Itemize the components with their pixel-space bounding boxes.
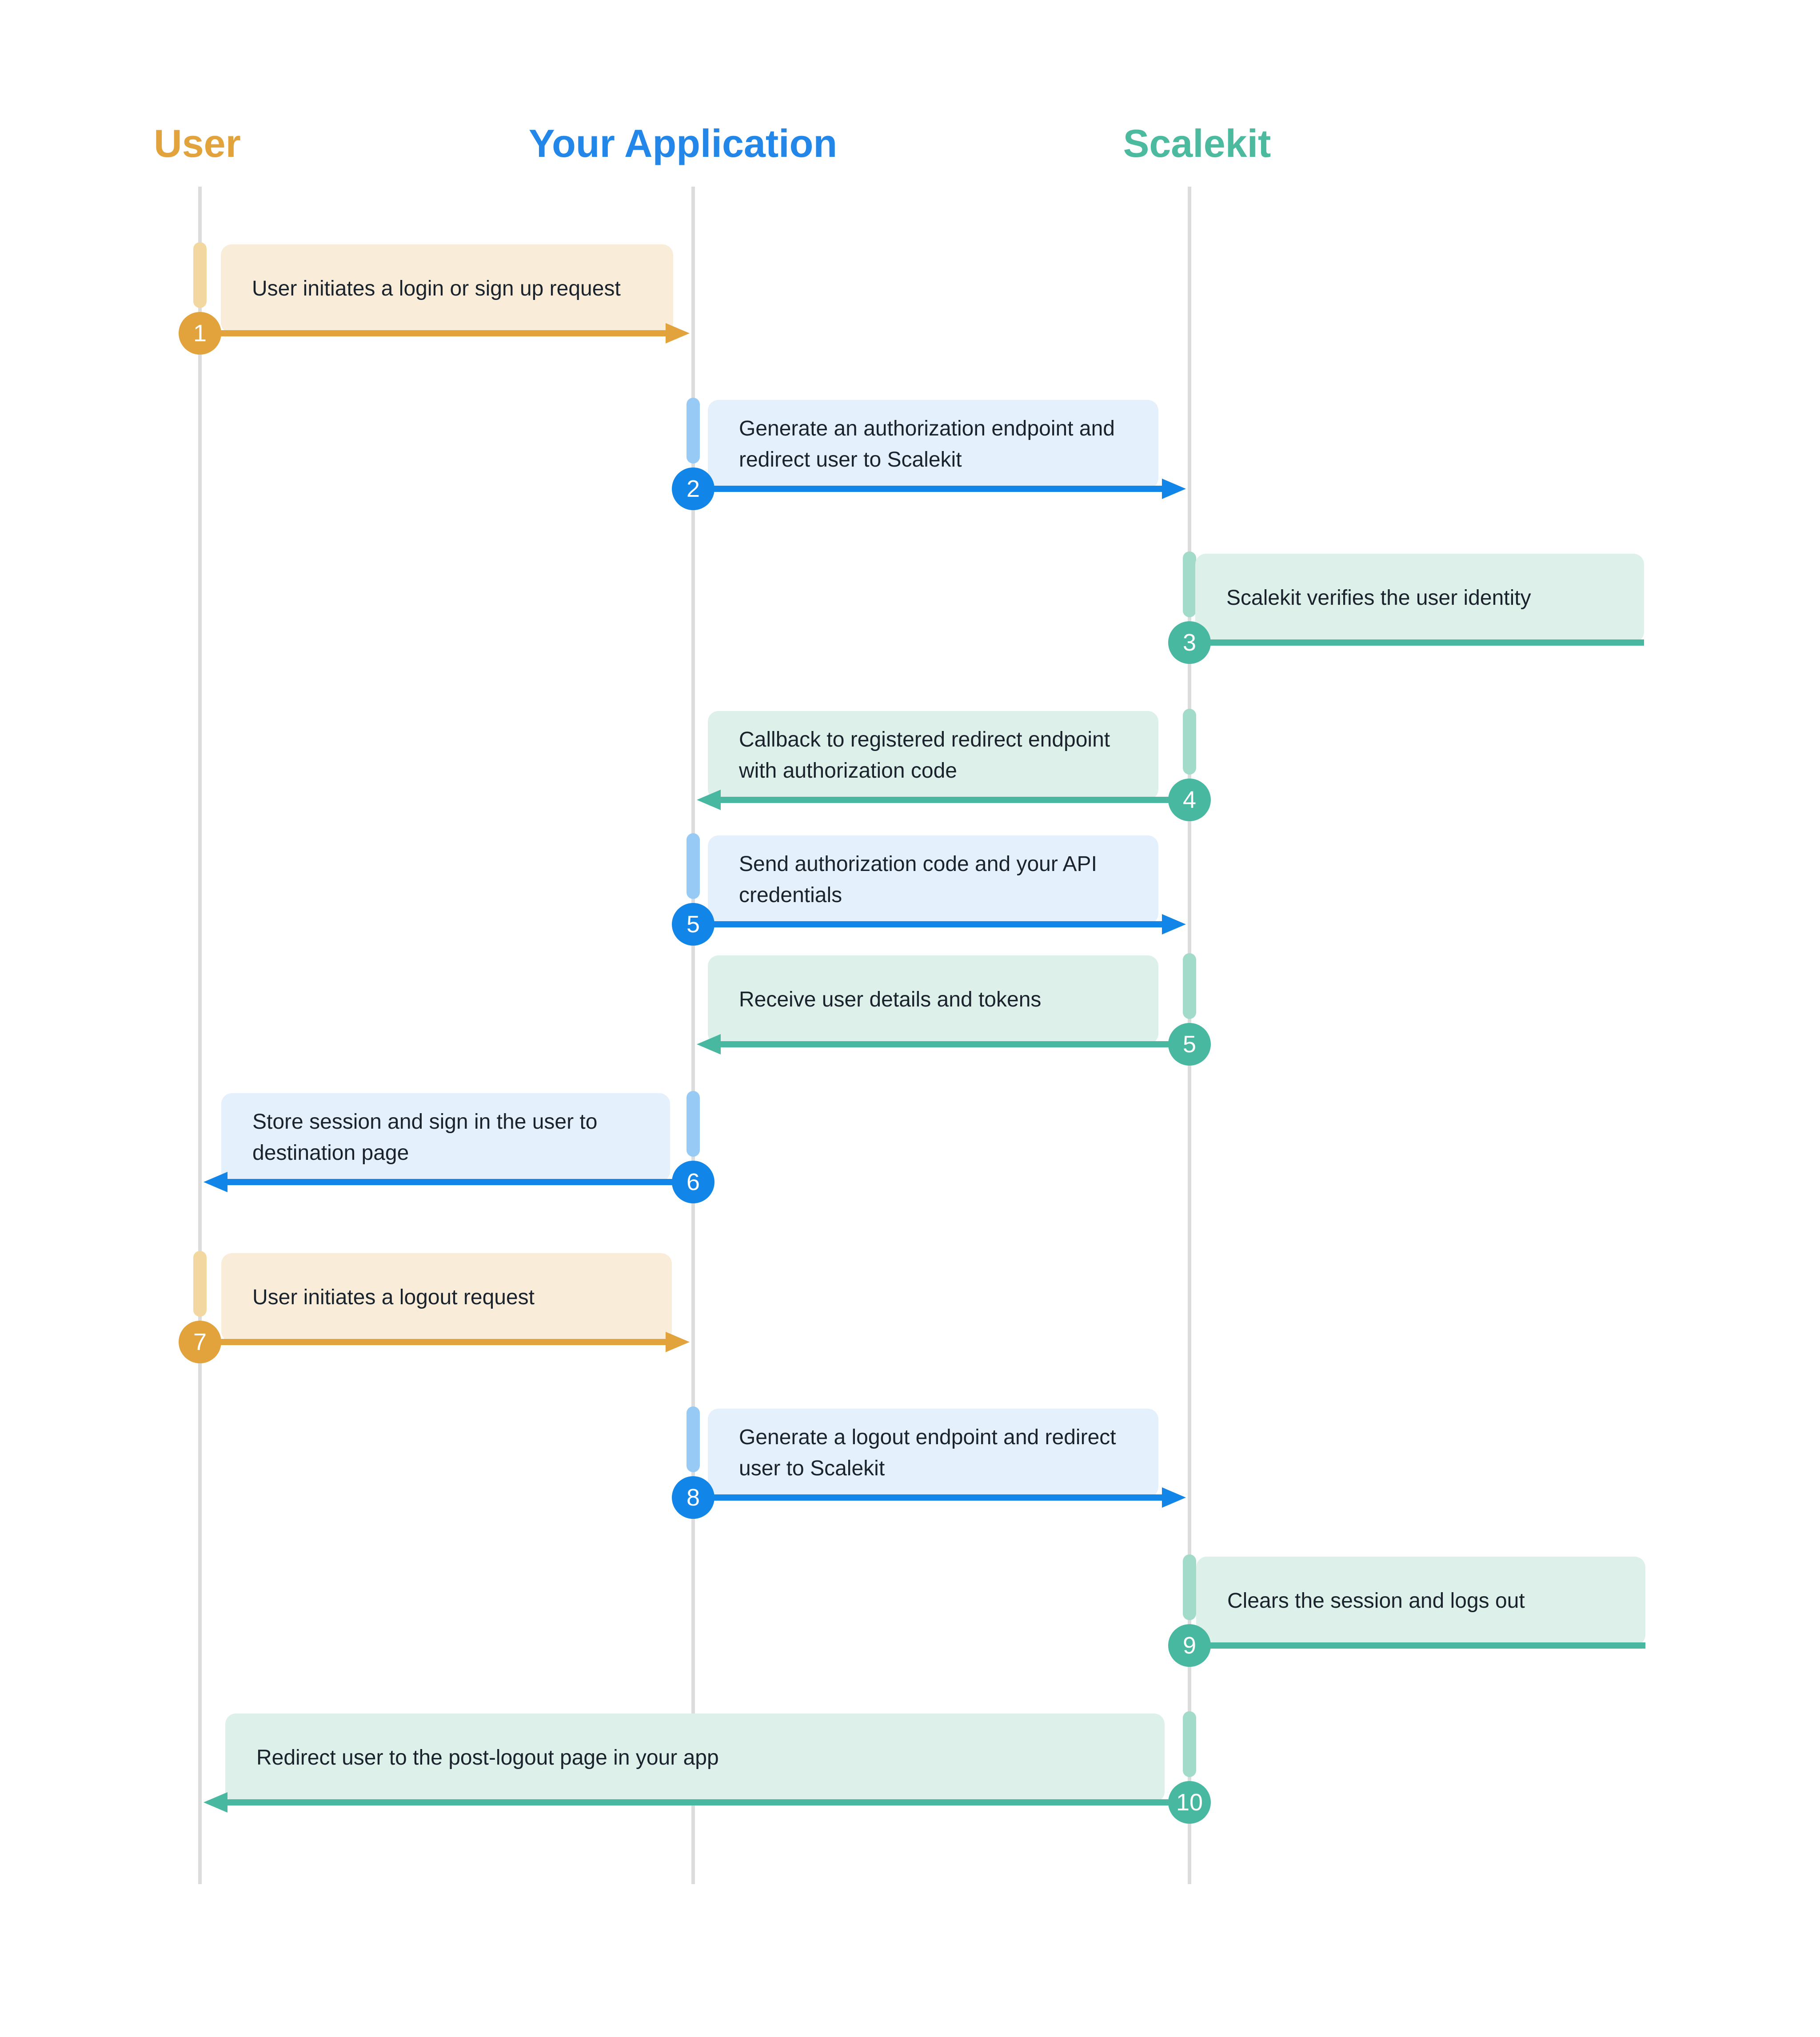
message-label: Send authorization code and your API cre… <box>739 852 1097 907</box>
message-box: Scalekit verifies the user identity <box>1195 554 1644 643</box>
activation-bar <box>686 1091 700 1157</box>
step-number-badge: 1 <box>179 312 221 355</box>
message-box: User initiates a logout request <box>221 1253 672 1342</box>
message-label: Callback to registered redirect endpoint… <box>739 728 1110 783</box>
step-number-badge: 2 <box>672 467 714 510</box>
message-label: Receive user details and tokens <box>739 988 1042 1012</box>
message-box: Store session and sign in the user to de… <box>221 1093 670 1182</box>
message-arrow-line <box>716 1041 1189 1047</box>
message-arrow-line <box>200 1339 670 1345</box>
step-number: 3 <box>1182 629 1197 656</box>
message-box: Callback to registered redirect endpoint… <box>708 711 1158 800</box>
step-number-badge: 5 <box>672 903 714 946</box>
actor-label-your-application: Your Application <box>528 121 838 165</box>
activation-bar <box>1183 1554 1196 1620</box>
activation-bar <box>1183 953 1196 1019</box>
step-number-badge: 4 <box>1168 779 1211 821</box>
message-box: Clears the session and logs out <box>1196 1557 1645 1646</box>
message-arrow-line <box>693 486 1166 492</box>
message-arrow-line <box>223 1799 1189 1805</box>
message-box: Generate a logout endpoint and redirect … <box>708 1409 1158 1498</box>
step-number: 1 <box>193 320 207 347</box>
step-number-badge: 3 <box>1168 621 1211 664</box>
message-label: Clears the session and logs out <box>1227 1589 1525 1613</box>
self-message-line <box>1189 639 1644 646</box>
message-arrow-line <box>200 330 670 336</box>
message-arrow-line <box>693 1494 1166 1501</box>
message-label: Generate an authorization endpoint and r… <box>739 417 1115 471</box>
step-number: 9 <box>1182 1632 1197 1659</box>
activation-bar <box>686 398 700 463</box>
step-number: 8 <box>686 1484 700 1511</box>
actor-label-scalekit: Scalekit <box>1123 121 1271 165</box>
message-label: Scalekit verifies the user identity <box>1226 586 1531 610</box>
actor-label-user: User <box>154 121 241 165</box>
lifeline-app <box>691 187 695 1884</box>
step-number-badge: 6 <box>672 1161 714 1203</box>
step-number-badge: 8 <box>672 1476 714 1519</box>
step-number-badge: 9 <box>1168 1624 1211 1667</box>
step-number: 5 <box>686 911 700 938</box>
message-arrow-line <box>716 797 1189 803</box>
lifeline-user <box>198 187 202 1884</box>
message-label: User initiates a login or sign up reques… <box>252 277 621 301</box>
message-box: Send authorization code and your API cre… <box>708 835 1158 924</box>
message-label: Store session and sign in the user to de… <box>252 1110 598 1165</box>
activation-bar <box>1183 1711 1196 1777</box>
step-number: 7 <box>193 1329 207 1355</box>
step-number: 2 <box>686 475 700 502</box>
activation-bar <box>1183 551 1196 617</box>
activation-bar <box>193 1251 207 1317</box>
message-arrow-line <box>693 921 1166 927</box>
step-number-badge: 5 <box>1168 1023 1211 1066</box>
step-number-badge: 10 <box>1168 1781 1211 1824</box>
message-box: Receive user details and tokens <box>708 955 1158 1044</box>
message-label: User initiates a logout request <box>252 1286 535 1310</box>
activation-bar <box>686 833 700 899</box>
activation-bar <box>193 242 207 308</box>
step-number: 5 <box>1182 1031 1197 1058</box>
activation-bar <box>686 1406 700 1472</box>
message-box: User initiates a login or sign up reques… <box>221 244 673 333</box>
message-box: Generate an authorization endpoint and r… <box>708 400 1158 489</box>
step-number-badge: 7 <box>179 1321 221 1363</box>
message-label: Redirect user to the post-logout page in… <box>256 1746 719 1770</box>
activation-bar <box>1183 709 1196 775</box>
self-message-line <box>1189 1642 1645 1649</box>
step-number: 4 <box>1182 787 1197 813</box>
message-arrow-line <box>223 1179 693 1185</box>
step-number: 6 <box>686 1169 700 1195</box>
step-number: 10 <box>1176 1789 1203 1816</box>
message-box: Redirect user to the post-logout page in… <box>225 1713 1165 1802</box>
message-label: Generate a logout endpoint and redirect … <box>739 1426 1116 1480</box>
